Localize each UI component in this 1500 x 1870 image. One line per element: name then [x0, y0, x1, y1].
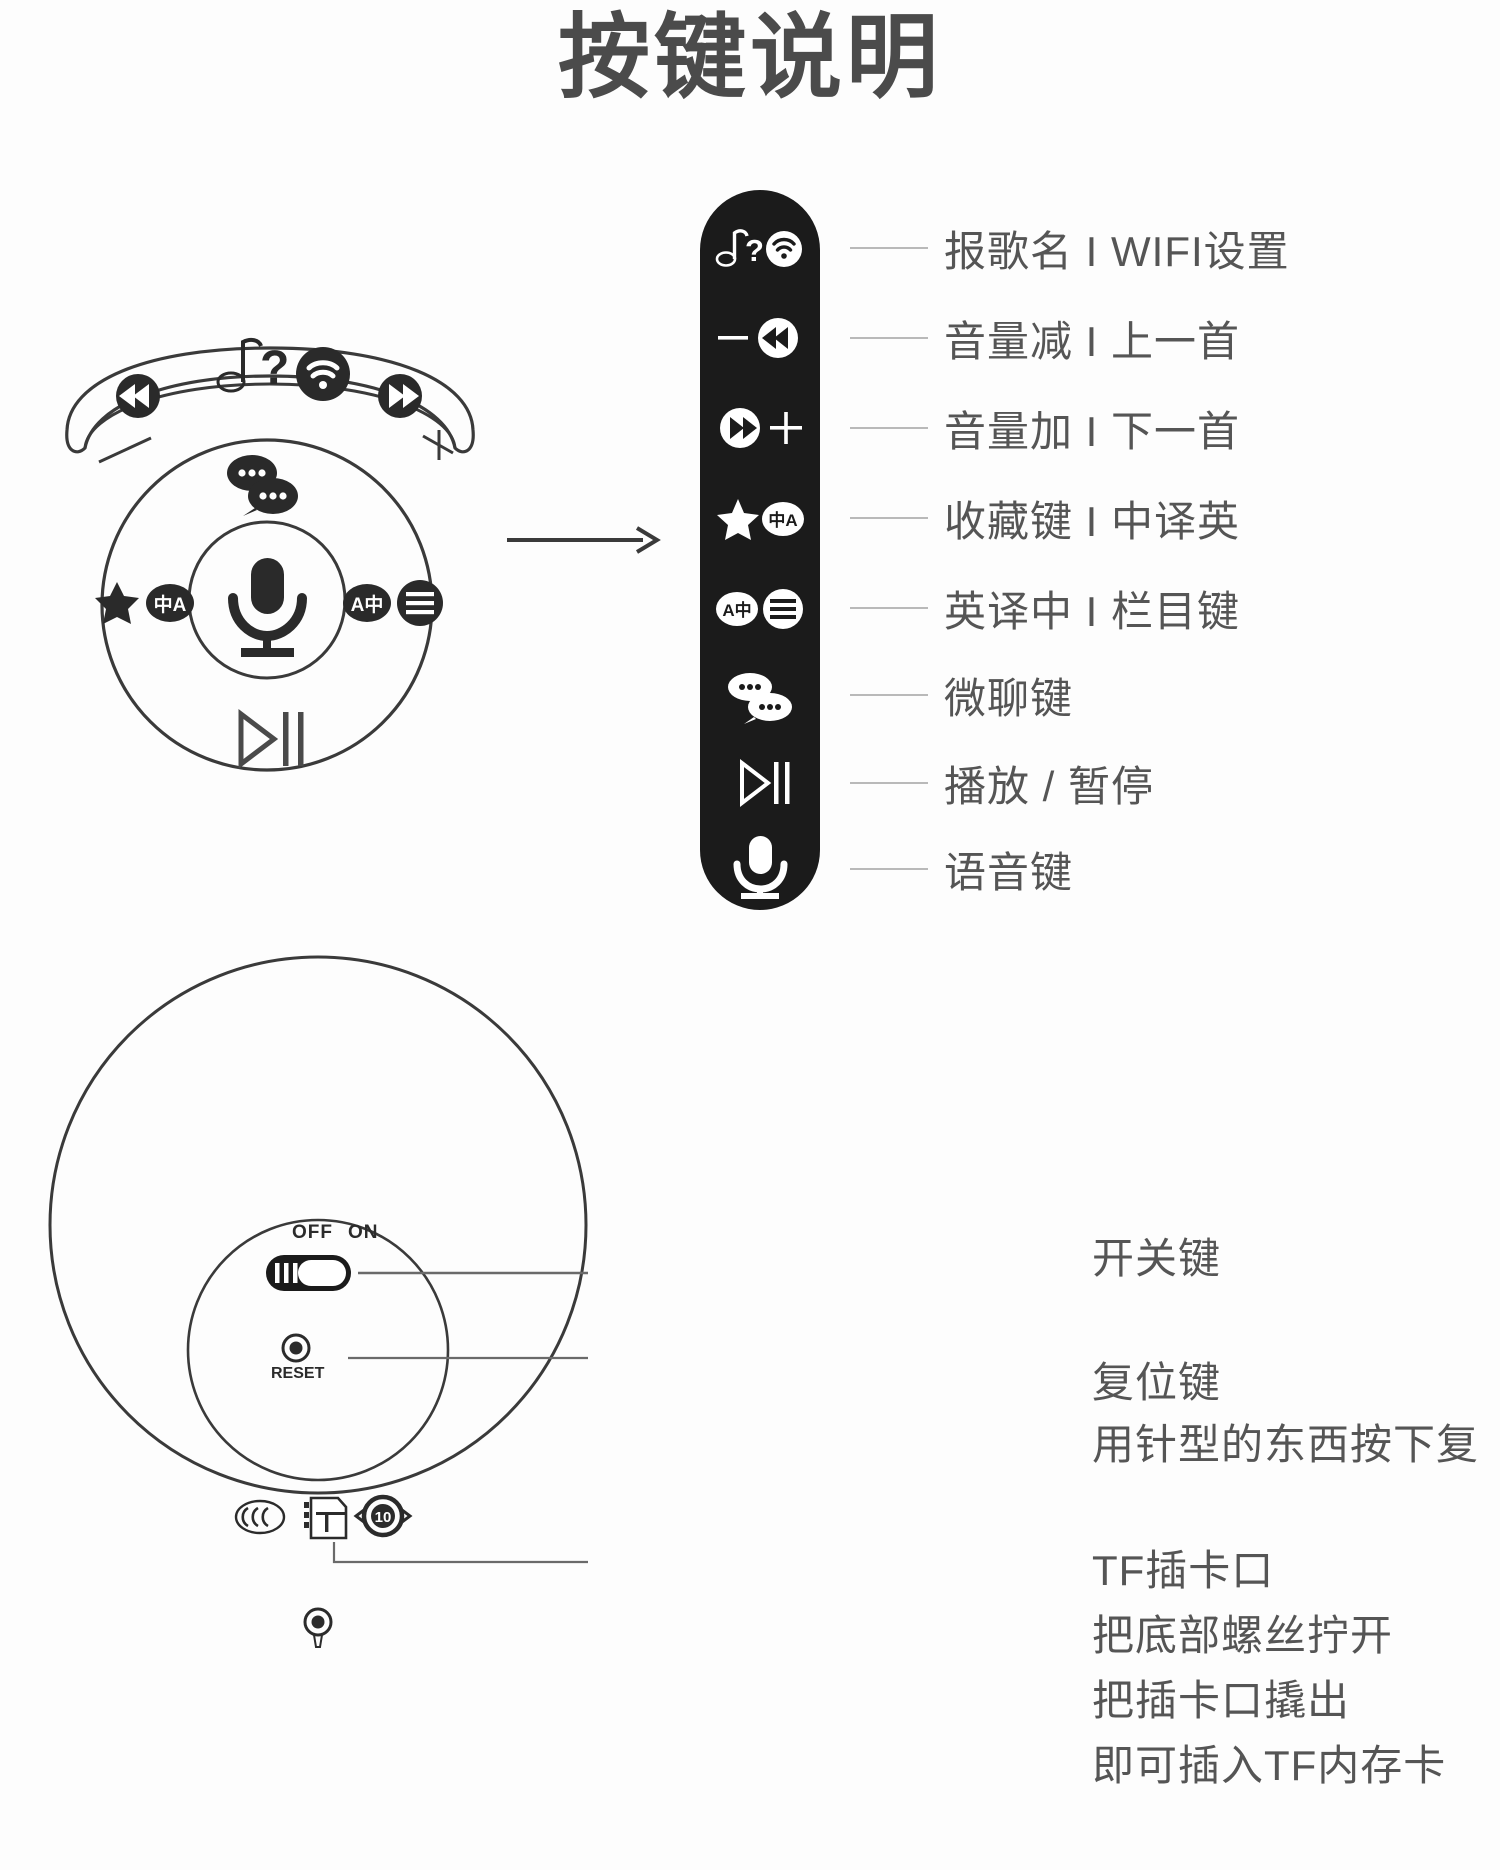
music-note-question-icon: ?	[216, 337, 289, 395]
wifi-icon	[766, 231, 802, 267]
svg-text:?: ?	[745, 233, 764, 268]
switch-on-label: ON	[348, 1222, 379, 1243]
star-icon[interactable]	[95, 582, 139, 624]
chat-bubbles-icon	[728, 673, 792, 724]
play-pause-icon	[740, 758, 790, 808]
device-bottom-svg: 10	[48, 955, 588, 1648]
svg-text:A中: A中	[351, 593, 384, 616]
reset-label: RESET	[271, 1365, 325, 1382]
label-volup-next: 音量加 I 下一首	[944, 408, 1241, 455]
minus-icon	[718, 336, 748, 340]
lead-line-6	[850, 694, 928, 696]
key-row-voice[interactable]	[700, 835, 820, 899]
svg-text:10: 10	[375, 1509, 392, 1526]
key-row-announce-wifi[interactable]: ?	[700, 220, 820, 276]
page-title: 按键说明	[557, 7, 942, 109]
callout-reset-title: 复位键	[1092, 1359, 1222, 1406]
ccc-mark-icon	[234, 1499, 286, 1535]
chat-bubbles-icon[interactable]	[227, 455, 298, 516]
lead-line-5	[850, 607, 928, 609]
music-note-question-wifi-group: ?	[715, 229, 802, 268]
microphone-icon[interactable]	[228, 558, 307, 657]
plus-icon	[770, 412, 802, 444]
tf-card-icon	[304, 1496, 348, 1540]
label-en2zh-menu: 英译中 I 栏目键	[944, 588, 1241, 635]
star-icon	[717, 499, 759, 540]
wifi-icon	[296, 347, 350, 401]
lead-line-3	[850, 427, 928, 429]
label-announce-wifi: 报歌名 I WIFI设置	[944, 228, 1290, 275]
lead-line-tf	[332, 1542, 588, 1564]
label-favorite-zh2en: 收藏键 I 中译英	[944, 498, 1241, 545]
lead-line-7	[850, 782, 928, 784]
volume-up-forward-icon[interactable]	[378, 374, 422, 418]
list-menu-icon[interactable]	[397, 580, 443, 626]
callout-tf-line-2: 把插卡口撬出	[1092, 1677, 1351, 1724]
callout-tf-title: TF插卡口	[1092, 1547, 1275, 1594]
key-row-volup-next[interactable]	[700, 400, 820, 456]
reset-button[interactable]	[281, 1333, 311, 1363]
volume-band-outline	[65, 346, 475, 454]
lead-line-4	[850, 517, 928, 519]
key-row-favorite-zh2en[interactable]: 中A	[700, 490, 820, 546]
flow-arrow	[505, 520, 665, 560]
lead-line-1	[850, 247, 928, 249]
device-top-svg: ?	[65, 337, 475, 772]
key-row-chat[interactable]	[700, 670, 820, 726]
key-row-play-pause[interactable]	[700, 755, 820, 811]
rewind-icon	[758, 318, 798, 358]
volume-band-inner-edge	[83, 382, 457, 449]
screw-hole-icon	[303, 1607, 333, 1648]
microphone-icon	[733, 836, 788, 899]
fast-forward-icon	[720, 408, 760, 448]
base-plate-circle	[186, 1218, 450, 1482]
callout-tf-line-3: 即可插入TF内存卡	[1092, 1742, 1447, 1789]
key-row-en2zh-menu[interactable]: A中	[700, 580, 820, 636]
label-voice: 语音键	[944, 849, 1074, 896]
minus-sign-band	[98, 436, 152, 464]
translate-en-zh-icon: A中	[716, 592, 758, 626]
translate-zh-en-icon: 中A	[762, 502, 804, 536]
device-bottom-illustration: 10 OFF ON RESET	[28, 950, 608, 1648]
switch-off-label: OFF	[292, 1222, 333, 1243]
device-top-illustration: ?	[55, 330, 485, 800]
svg-text:A中: A中	[722, 600, 751, 620]
svg-text:中A: 中A	[154, 593, 187, 616]
play-pause-icon[interactable]	[238, 708, 304, 770]
label-chat: 微聊键	[944, 675, 1074, 722]
label-play-pause: 播放 / 暂停	[944, 763, 1155, 810]
label-voldown-prev: 音量减 I 上一首	[944, 318, 1241, 365]
translate-zh-en-icon[interactable]: 中A	[146, 584, 194, 622]
lead-line-2	[850, 337, 928, 339]
power-switch[interactable]	[266, 1255, 351, 1291]
svg-text:?: ?	[260, 342, 289, 395]
base-outer-circle	[48, 955, 588, 1495]
callout-tf-line-1: 把底部螺丝拧开	[1092, 1612, 1394, 1659]
recycle-10-mark-icon: 10	[353, 1494, 413, 1538]
callout-reset-line-1: 用针型的东西按下复	[1092, 1421, 1480, 1468]
key-strip: ?	[700, 190, 820, 910]
svg-text:中A: 中A	[768, 510, 797, 530]
callout-power-title: 开关键	[1092, 1235, 1222, 1282]
list-menu-icon	[763, 589, 803, 629]
key-row-voldown-prev[interactable]	[700, 310, 820, 366]
volume-down-rewind-icon[interactable]	[116, 374, 160, 418]
lead-line-8	[850, 868, 928, 870]
translate-en-zh-icon[interactable]: A中	[343, 584, 391, 622]
music-note-question-icon: ?	[715, 229, 764, 268]
